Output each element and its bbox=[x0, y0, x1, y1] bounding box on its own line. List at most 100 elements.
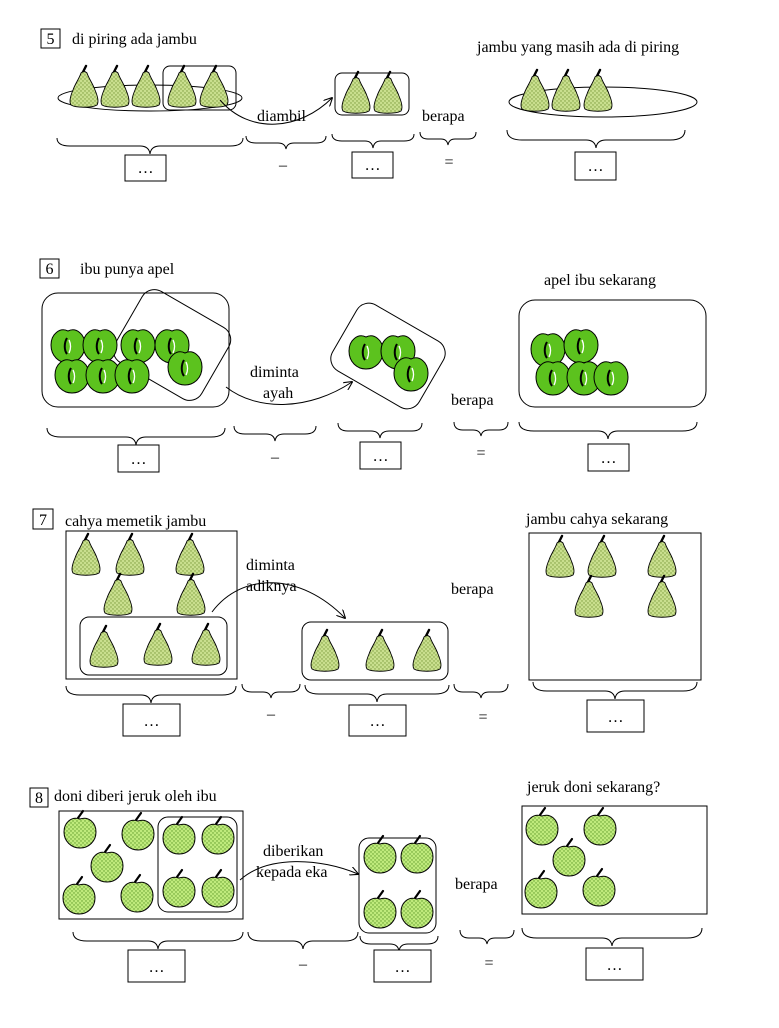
orange-icon bbox=[161, 868, 197, 909]
problem-5: 5 di piring ada jambu diambil berapa jam… bbox=[40, 28, 698, 182]
problem-8: 8 doni diberi jeruk oleh ibu diberikan k… bbox=[29, 779, 708, 983]
answer-box-total[interactable] bbox=[124, 154, 167, 182]
question-label: berapa bbox=[455, 876, 498, 893]
guava-icon bbox=[190, 622, 222, 667]
problem-number-box bbox=[39, 258, 60, 279]
problem-label: ibu punya apel bbox=[80, 261, 175, 278]
action-arrow bbox=[225, 382, 352, 405]
apple-icon bbox=[82, 328, 118, 364]
guava-icon bbox=[70, 532, 102, 577]
problem-number-box bbox=[32, 508, 54, 530]
answer-box-taken[interactable] bbox=[351, 151, 394, 179]
minus-sign: – bbox=[266, 706, 276, 723]
answer-blank: … bbox=[608, 709, 624, 726]
total-group-box bbox=[65, 530, 238, 680]
brace bbox=[337, 422, 423, 439]
answer-blank: … bbox=[131, 451, 147, 468]
orange-icon bbox=[119, 873, 155, 914]
problem-number-box bbox=[40, 28, 61, 49]
guava-icon bbox=[582, 68, 614, 113]
problem-number-box bbox=[29, 787, 49, 808]
guava-icon bbox=[114, 532, 146, 577]
problem-6: 6 ibu punya apel diminta ayah berapa ape… bbox=[39, 258, 707, 473]
brace bbox=[56, 137, 244, 155]
brace bbox=[245, 135, 327, 150]
guava-icon bbox=[198, 64, 230, 109]
result-group-box bbox=[521, 805, 708, 915]
answer-box-total[interactable] bbox=[127, 949, 186, 983]
guava-icon bbox=[544, 534, 576, 579]
equals-sign: = bbox=[444, 154, 453, 171]
taken-group-box bbox=[334, 72, 410, 116]
brace bbox=[304, 684, 450, 703]
orange-icon bbox=[399, 834, 435, 875]
guava-icon bbox=[646, 574, 678, 619]
orange-icon bbox=[200, 815, 236, 856]
guava-icon bbox=[99, 64, 131, 109]
action-arrow bbox=[239, 861, 358, 881]
answer-box-result[interactable] bbox=[587, 443, 630, 472]
orange-icon bbox=[200, 868, 236, 909]
brace bbox=[359, 935, 439, 952]
result-label: jambu yang masih ada di piring bbox=[476, 39, 679, 56]
orange-icon bbox=[362, 834, 398, 875]
orange-icon bbox=[89, 843, 125, 884]
guava-icon bbox=[142, 622, 174, 667]
minus-sign: – bbox=[278, 157, 288, 174]
action-label: kepada eka bbox=[256, 864, 328, 881]
apple-icon bbox=[54, 358, 90, 394]
answer-box-result[interactable] bbox=[585, 947, 644, 981]
orange-icon bbox=[120, 811, 156, 852]
question-label: berapa bbox=[422, 108, 465, 125]
apple-icon bbox=[114, 358, 150, 394]
guava-icon bbox=[646, 534, 678, 579]
guava-icon bbox=[166, 64, 198, 109]
answer-box-taken[interactable] bbox=[359, 441, 402, 470]
guava-icon bbox=[372, 70, 404, 115]
answer-blank: … bbox=[588, 158, 604, 175]
brace bbox=[72, 931, 244, 950]
brace bbox=[419, 131, 477, 146]
apple-icon bbox=[393, 356, 429, 392]
guava-icon bbox=[364, 628, 396, 673]
answer-box-result[interactable] bbox=[574, 151, 617, 181]
answer-blank: … bbox=[149, 959, 165, 976]
guava-icon bbox=[309, 628, 341, 673]
problem-number: 6 bbox=[46, 261, 54, 278]
brace bbox=[521, 927, 703, 947]
apple-icon bbox=[535, 360, 571, 396]
orange-icon bbox=[523, 869, 559, 910]
orange-icon bbox=[161, 815, 197, 856]
answer-blank: … bbox=[607, 957, 623, 974]
answer-box-taken[interactable] bbox=[373, 949, 432, 983]
taken-group-outline bbox=[112, 289, 232, 401]
answer-blank: … bbox=[370, 713, 386, 730]
answer-box-result[interactable] bbox=[586, 699, 645, 733]
action-label: diminta bbox=[246, 557, 295, 574]
brace bbox=[331, 133, 415, 149]
problem-label: doni diberi jeruk oleh ibu bbox=[54, 788, 217, 805]
total-group-box bbox=[58, 810, 244, 920]
problem-number: 5 bbox=[47, 31, 55, 48]
answer-blank: … bbox=[144, 713, 160, 730]
orange-icon bbox=[581, 867, 617, 908]
total-group-box bbox=[41, 292, 230, 408]
answer-blank: … bbox=[395, 959, 411, 976]
question-label: berapa bbox=[451, 581, 494, 598]
orange-icon bbox=[551, 837, 587, 878]
guava-icon bbox=[340, 70, 372, 115]
answer-box-total[interactable] bbox=[117, 444, 160, 473]
guava-icon bbox=[102, 572, 134, 617]
result-label: jeruk doni sekarang? bbox=[526, 779, 660, 796]
brace bbox=[518, 421, 698, 440]
problem-7: 7 cahya memetik jambu diminta adiknya be… bbox=[32, 508, 702, 737]
equals-sign: = bbox=[476, 445, 485, 462]
answer-box-taken[interactable] bbox=[348, 704, 407, 737]
apple-icon bbox=[50, 328, 86, 364]
result-group-box bbox=[528, 532, 702, 681]
guava-icon bbox=[573, 574, 605, 619]
guava-icon bbox=[88, 624, 120, 669]
problem-number: 8 bbox=[35, 790, 43, 807]
brace bbox=[453, 421, 509, 437]
answer-box-total[interactable] bbox=[122, 703, 181, 737]
